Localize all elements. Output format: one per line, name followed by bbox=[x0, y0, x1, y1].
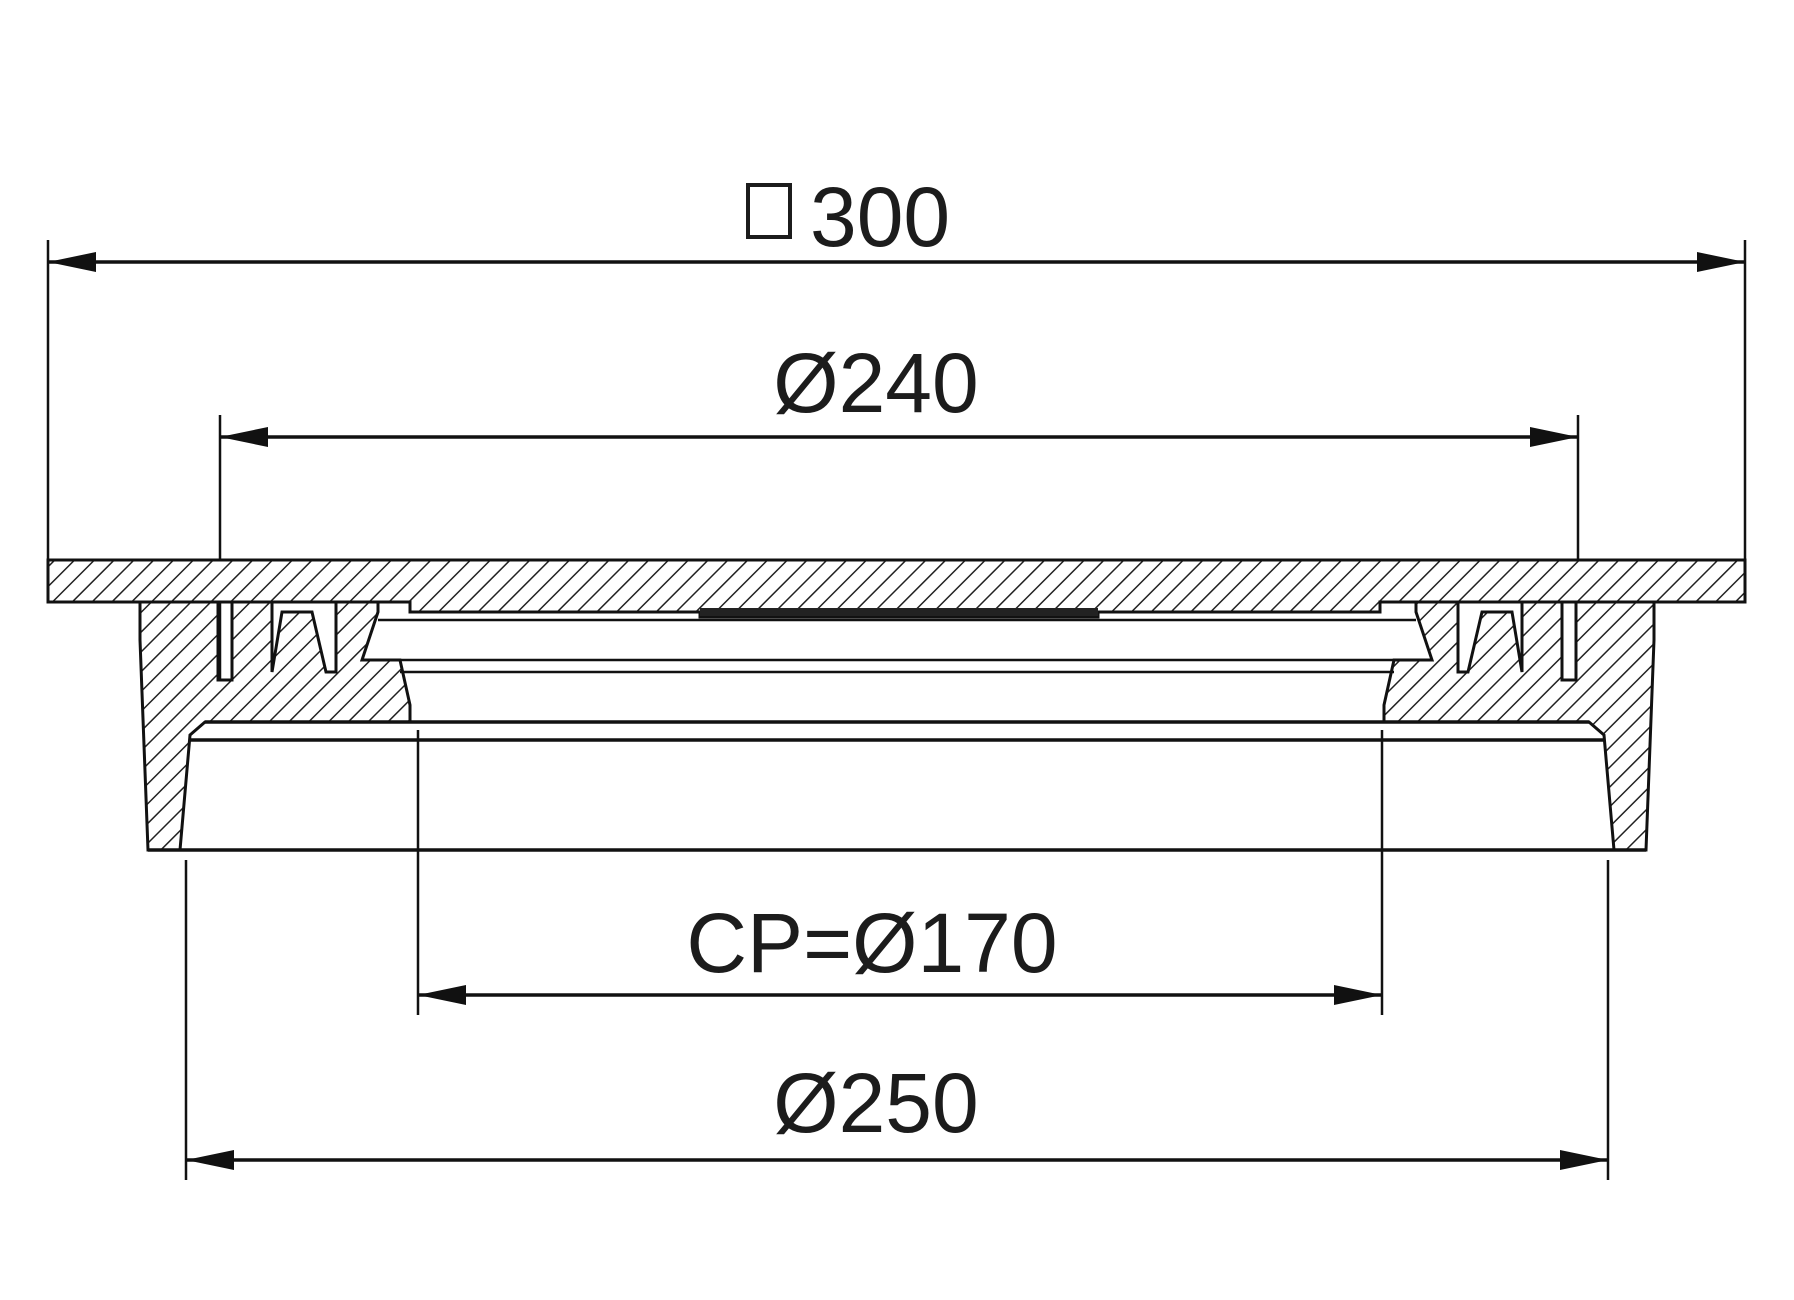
arrowhead-right-240 bbox=[1530, 427, 1578, 447]
frame-right bbox=[1382, 600, 1656, 852]
square-symbol-icon bbox=[746, 183, 792, 239]
arrowhead-left-300 bbox=[48, 252, 96, 272]
label-clear-opening-170: CP=Ø170 bbox=[686, 896, 1057, 990]
label-square-300: 300 bbox=[810, 170, 950, 264]
arrowhead-left-170 bbox=[418, 985, 466, 1005]
grating-plate bbox=[46, 558, 1747, 619]
grating-center-strip bbox=[700, 608, 1098, 616]
label-diameter-250: Ø250 bbox=[773, 1056, 979, 1150]
frame-left bbox=[138, 600, 412, 852]
dimension-square-300: 300 bbox=[46, 170, 1747, 600]
cross-section bbox=[46, 558, 1747, 852]
dimension-diameter-240: Ø240 bbox=[218, 336, 1580, 690]
arrowhead-right-300 bbox=[1697, 252, 1745, 272]
arrowhead-left-240 bbox=[220, 427, 268, 447]
dimension-clear-opening-170: CP=Ø170 bbox=[416, 730, 1384, 1015]
arrowhead-right-170 bbox=[1334, 985, 1382, 1005]
arrowhead-right-250 bbox=[1560, 1150, 1608, 1170]
label-diameter-240: Ø240 bbox=[773, 336, 979, 430]
dimension-diameter-250: Ø250 bbox=[184, 860, 1610, 1180]
arrowhead-left-250 bbox=[186, 1150, 234, 1170]
